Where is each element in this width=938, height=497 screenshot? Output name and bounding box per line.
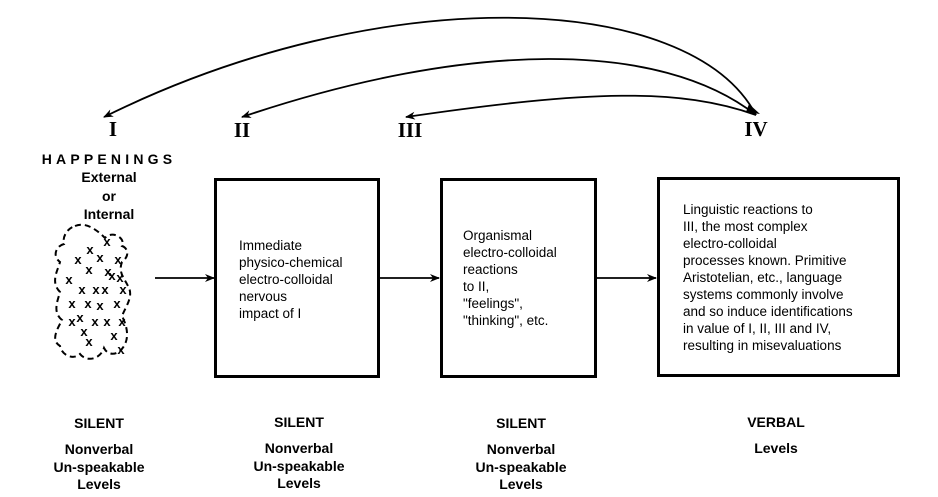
- happenings-line-external: External: [81, 169, 137, 185]
- svg-text:x: x: [92, 282, 100, 297]
- label-iii: III: [397, 118, 423, 142]
- svg-text:x: x: [78, 282, 86, 297]
- box-iv: Linguistic reactions to III, the most co…: [657, 177, 900, 377]
- level-i-line: Levels: [77, 476, 121, 492]
- level-iv-head: VERBAL: [747, 414, 805, 430]
- svg-text:x: x: [84, 296, 92, 311]
- level-iii-head: SILENT: [496, 415, 546, 431]
- level-iii-line: Levels: [499, 476, 543, 492]
- feedback-arrow-iv-to-ii: [241, 58, 757, 118]
- happenings-line-internal: Internal: [83, 206, 135, 222]
- feedback-arrow-iv-to-i: [103, 16, 757, 118]
- level-iii: SILENT Nonverbal Un-speakable Levels: [441, 414, 601, 494]
- svg-text:x: x: [118, 314, 126, 329]
- level-i-line: Nonverbal: [64, 441, 134, 457]
- svg-text:x: x: [80, 324, 88, 339]
- label-ii: II: [233, 118, 251, 142]
- level-i: SILENT Nonverbal Un-speakable Levels: [19, 414, 179, 494]
- happenings-title: HAPPENINGS: [41, 151, 177, 167]
- happenings-line-or: or: [102, 188, 116, 204]
- svg-text:x: x: [116, 270, 124, 285]
- level-iv: VERBAL Levels: [696, 413, 856, 458]
- svg-text:x: x: [96, 250, 104, 265]
- svg-text:x: x: [91, 314, 99, 329]
- level-iv-line: Levels: [754, 440, 798, 456]
- svg-text:x: x: [110, 328, 118, 343]
- svg-text:x: x: [114, 252, 122, 267]
- svg-text:x: x: [68, 296, 76, 311]
- box-iii: Organismal electro-colloidal reactions t…: [440, 178, 597, 378]
- svg-text:x: x: [101, 282, 109, 297]
- box-ii-text: Immediate physico-chemical electro-collo…: [239, 238, 343, 321]
- svg-text:x: x: [113, 296, 121, 311]
- level-iii-line: Nonverbal: [486, 441, 556, 457]
- level-ii-line: Levels: [277, 475, 321, 491]
- svg-text:x: x: [104, 264, 112, 279]
- svg-text:x: x: [117, 342, 125, 357]
- arrowhead-at-iv: [746, 104, 760, 114]
- svg-text:x: x: [103, 234, 111, 249]
- label-iv: IV: [744, 117, 768, 141]
- svg-text:x: x: [96, 298, 104, 313]
- box-iii-text: Organismal electro-colloidal reactions t…: [463, 228, 557, 328]
- level-ii-line: Nonverbal: [264, 440, 334, 456]
- svg-text:x: x: [108, 268, 116, 283]
- level-iii-line: Un-speakable: [475, 458, 567, 475]
- level-i-line: Un-speakable: [53, 458, 145, 475]
- feedback-arrow-iv-to-iii: [405, 94, 757, 120]
- svg-text:x: x: [119, 282, 127, 297]
- level-ii-line: Un-speakable: [253, 457, 345, 474]
- label-i: I: [108, 117, 118, 141]
- level-i-head: SILENT: [74, 415, 124, 431]
- svg-text:x: x: [65, 272, 73, 287]
- box-iv-text: Linguistic reactions to III, the most co…: [683, 202, 853, 353]
- svg-text:x: x: [85, 262, 93, 277]
- box-ii: Immediate physico-chemical electro-collo…: [214, 178, 380, 378]
- svg-text:x: x: [86, 242, 94, 257]
- level-ii: SILENT Nonverbal Un-speakable Levels: [219, 413, 379, 493]
- svg-text:x: x: [103, 314, 111, 329]
- svg-text:x: x: [76, 310, 84, 325]
- svg-text:x: x: [85, 334, 93, 349]
- svg-text:x: x: [74, 252, 82, 267]
- happenings-blob: [54, 223, 132, 360]
- svg-text:x: x: [68, 314, 76, 329]
- level-ii-head: SILENT: [274, 414, 324, 430]
